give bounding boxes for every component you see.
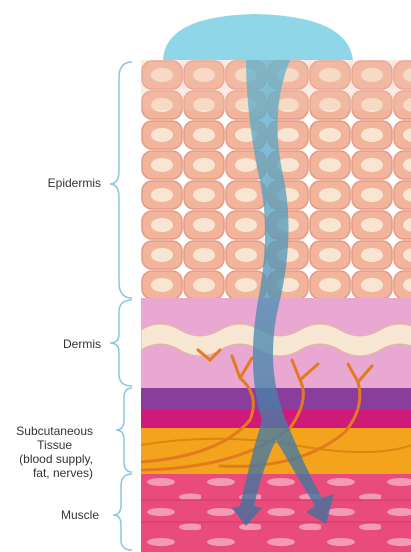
layer-brackets (110, 62, 132, 550)
subcutaneous-label-line: fat, nerves) (16, 466, 93, 480)
subcutaneous-label-line: Tissue (16, 438, 93, 452)
epidermis-bracket (110, 62, 132, 298)
dermis-label: Dermis (63, 337, 101, 351)
surface-drop (163, 14, 353, 60)
muscle-bracket (113, 474, 132, 550)
muscle-label: Muscle (61, 508, 99, 522)
subcutaneous-label: Subcutaneous Tissue (blood supply, fat, … (16, 424, 93, 480)
epidermis-label: Epidermis (48, 176, 101, 190)
subcutaneous-label-line: (blood supply, (16, 452, 93, 466)
subcutaneous-bracket (116, 388, 132, 472)
dermis-bracket (110, 300, 132, 386)
subcutaneous-label-line: Subcutaneous (16, 424, 93, 438)
